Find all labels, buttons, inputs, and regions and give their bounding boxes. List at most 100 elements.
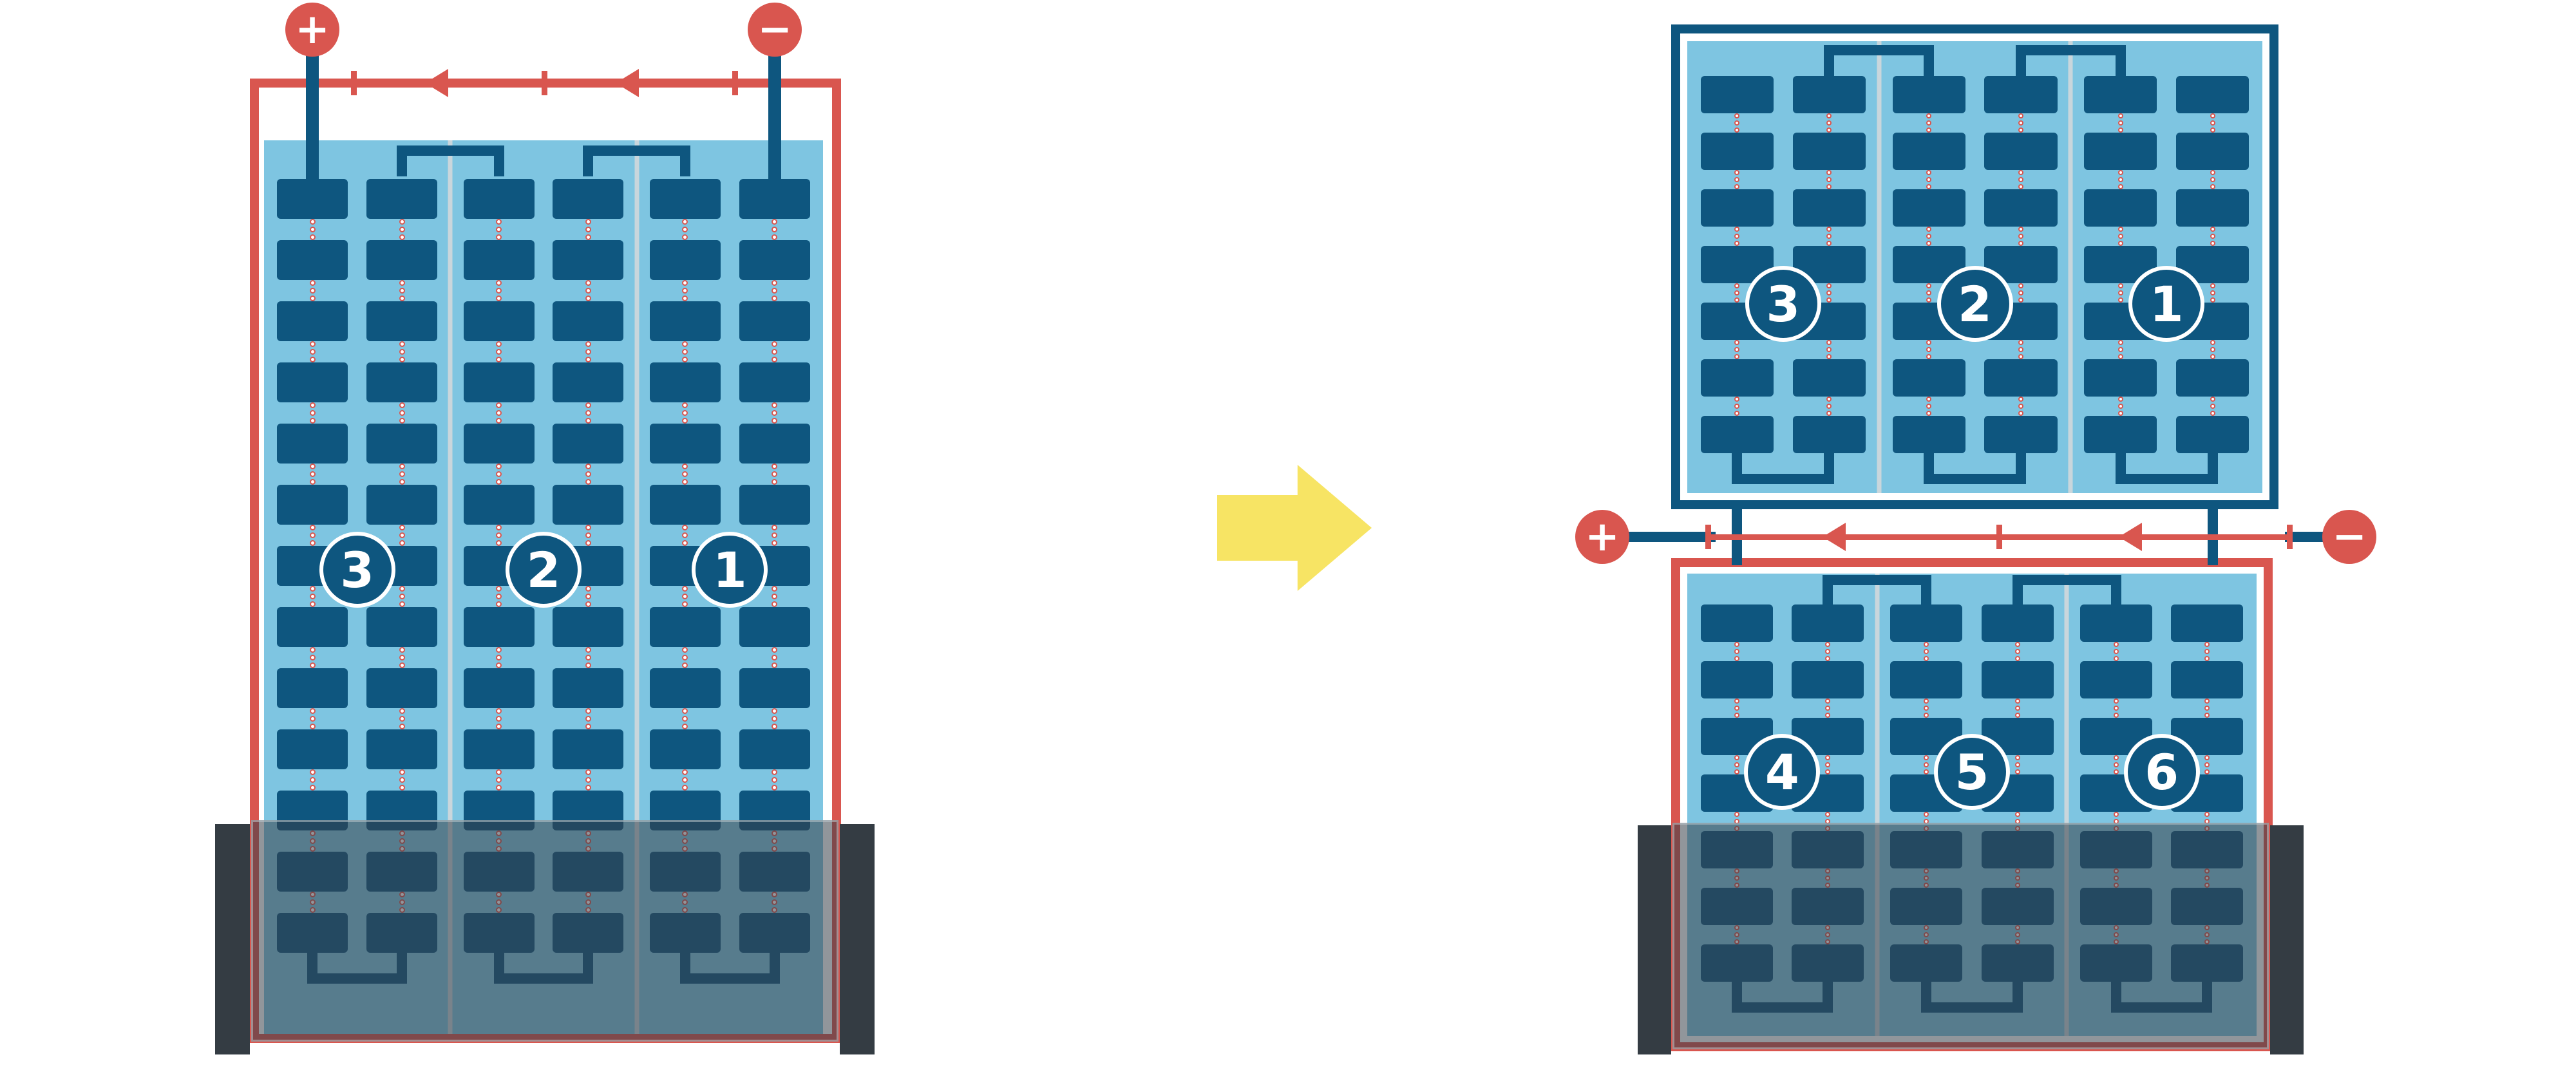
- solder-dot: [1924, 762, 1929, 767]
- solder-joint-dots: [1793, 113, 1866, 133]
- solder-joint-dots: [553, 464, 623, 485]
- solder-dot: [682, 402, 688, 408]
- solder-dot: [2018, 241, 2023, 246]
- solder-dot: [2113, 713, 2119, 718]
- solar-cell: [1700, 133, 1774, 170]
- string-number-badge: 3: [319, 532, 395, 608]
- solder-dot: [1826, 120, 1832, 126]
- solder-dot: [1924, 706, 1929, 711]
- solder-joint-dots: [553, 708, 623, 729]
- solder-dot: [772, 655, 778, 660]
- solder-dot: [309, 418, 316, 424]
- solder-joint-dots: [366, 280, 437, 301]
- solder-dot: [496, 601, 502, 607]
- solder-dot: [772, 357, 778, 362]
- solder-dot: [1826, 404, 1832, 409]
- solder-dot: [2210, 234, 2215, 239]
- solar-cell: [553, 301, 624, 341]
- solder-joint-dots: [1701, 340, 1774, 359]
- solder-dot: [496, 357, 502, 362]
- solder-dot: [1825, 698, 1831, 704]
- solder-dot: [1734, 290, 1740, 295]
- solder-joint-dots: [2171, 642, 2243, 661]
- string-divider: [2068, 41, 2073, 493]
- string-top-interconnect: [1824, 45, 1935, 76]
- solder-dot: [1826, 127, 1832, 133]
- solder-dot: [1924, 642, 1929, 647]
- solder-dot: [496, 716, 502, 722]
- solder-dot: [1826, 283, 1832, 288]
- solder-joint-dots: [1982, 642, 2054, 661]
- solder-dot: [682, 288, 688, 294]
- solder-dot: [772, 219, 778, 225]
- solder-dot: [772, 464, 778, 469]
- solder-dot: [2210, 347, 2215, 352]
- solder-joint-dots: [650, 341, 721, 362]
- solder-joint-dots: [464, 525, 535, 546]
- flow-tick-icon: [732, 71, 738, 95]
- string-divider: [1877, 41, 1882, 493]
- solder-dot: [585, 662, 591, 668]
- flow-tick-icon: [1996, 525, 2002, 549]
- solder-joint-dots: [464, 647, 535, 668]
- string-top-interconnect: [583, 145, 690, 176]
- solder-dot: [2014, 762, 2020, 767]
- string-divider: [2064, 574, 2069, 1036]
- solar-cell: [1892, 133, 1965, 170]
- solder-dot: [585, 234, 591, 240]
- solder-joint-dots: [277, 708, 348, 729]
- solder-dot: [1826, 340, 1832, 345]
- solder-dot: [309, 662, 316, 668]
- solder-dot: [399, 288, 405, 294]
- solder-dot: [2210, 227, 2215, 232]
- solder-dot: [772, 410, 778, 416]
- solder-dot: [399, 540, 405, 546]
- solder-dot: [2210, 120, 2215, 126]
- solar-cell: [463, 362, 535, 402]
- solder-dot: [399, 708, 405, 714]
- solder-dot: [496, 708, 502, 714]
- solder-dot: [2117, 170, 2123, 175]
- solder-dot: [585, 219, 591, 225]
- string-top-interconnect: [397, 145, 504, 176]
- solder-joint-dots: [1701, 170, 1774, 189]
- solder-dot: [2204, 762, 2210, 767]
- solder-joint-dots: [739, 769, 810, 791]
- solder-joint-dots: [464, 219, 535, 240]
- solder-joint-dots: [1984, 340, 2057, 359]
- solder-dot: [2018, 354, 2023, 359]
- solder-dot: [2117, 354, 2123, 359]
- solder-dot: [585, 280, 591, 286]
- solder-dot: [585, 288, 591, 294]
- solder-dot: [399, 724, 405, 729]
- solder-joint-dots: [366, 464, 437, 485]
- solder-dot: [1926, 397, 1932, 402]
- solder-joint-dots: [277, 769, 348, 791]
- solar-cell: [277, 362, 348, 402]
- solder-joint-dots: [366, 341, 437, 362]
- solar-cell: [277, 240, 348, 280]
- solder-dot: [399, 280, 405, 286]
- solder-dot: [1825, 649, 1831, 654]
- solder-dot: [2018, 397, 2023, 402]
- solder-joint-dots: [1793, 227, 1866, 246]
- solder-dot: [2113, 698, 2119, 704]
- solar-cell: [739, 424, 810, 464]
- solar-cell: [553, 179, 624, 219]
- solder-dot: [496, 349, 502, 355]
- solar-cell: [739, 729, 810, 769]
- solder-joint-dots: [366, 708, 437, 729]
- solder-dot: [399, 479, 405, 485]
- solder-dot: [585, 471, 591, 477]
- solder-dot: [2210, 404, 2215, 409]
- solder-dot: [2210, 170, 2215, 175]
- flow-arrow-left-icon: [616, 69, 639, 97]
- solder-joint-dots: [2080, 698, 2152, 718]
- solder-dot: [1926, 113, 1932, 118]
- solder-joint-dots: [553, 525, 623, 546]
- string-number-badge: 6: [2123, 734, 2200, 810]
- string-column: 1: [2070, 41, 2262, 493]
- solder-joint-dots: [650, 647, 721, 668]
- solder-dot: [2113, 812, 2119, 817]
- solder-dot: [2210, 241, 2215, 246]
